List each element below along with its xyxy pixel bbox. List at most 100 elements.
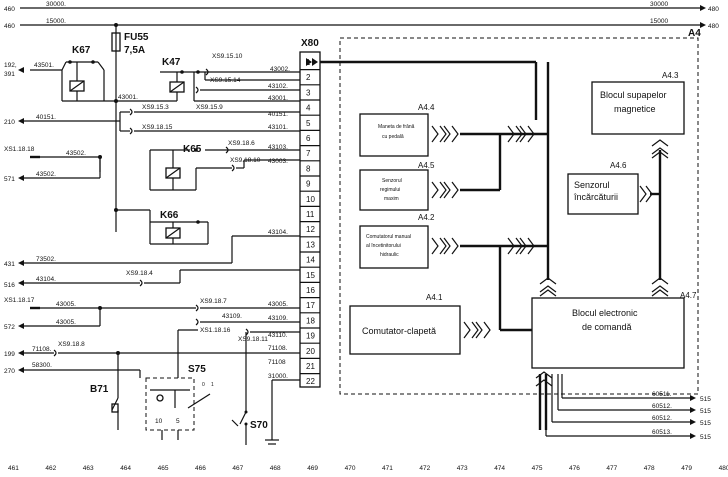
bus-15000-wire-label: 15000. [46,18,66,25]
bus-30000-left-ref: 460 [4,6,15,13]
relay-k67: K67 [30,45,116,102]
conn-xs9-15-9: XS9.15.9 [196,104,223,111]
ref-571: 571 [4,176,15,183]
switch-s70: S70 [231,410,268,445]
ref-xs1-18-17: XS1.18.17 [4,297,35,304]
x80-pin-22: 22 [306,377,315,386]
a47-id: A4.7 [680,291,697,300]
output-wire-2: 60512. [652,415,672,422]
b71-label: B71 [90,384,109,395]
grid-number-470: 470 [345,465,356,472]
fuse-name: FU55 [124,32,149,43]
output-ref-3: 515 [700,434,711,441]
a43-id: A4.3 [662,71,679,80]
wire-58300: 58300. [32,362,52,369]
wire-43001-b: 43001. [268,95,288,102]
grid-number-477: 477 [606,465,617,472]
grid-number-461: 461 [8,465,19,472]
wire-43502-b: 43502. [36,171,56,178]
ref-572: 572 [4,324,15,331]
x80-label: X80 [301,38,319,49]
s75-pin-5: 5 [176,418,180,425]
wire-43002: 43002. [270,66,290,73]
bus-15000-right-label: 15000 [650,18,668,25]
relay-k67-label: K67 [72,45,91,56]
x80-pin-16: 16 [306,286,315,295]
a45-line-3: maxim [384,196,399,202]
x80-pin-19: 19 [306,332,315,341]
grid-number-472: 472 [419,465,430,472]
wire-73502: 73502. [36,256,56,263]
relay-k66: K66 [116,209,209,245]
wire-43003: 43003. [268,158,288,165]
sensor-b71: B71 [90,351,120,430]
a43-line-2: magnetice [614,104,656,114]
wire-43101: 43101. [268,124,288,131]
a4-label: A4 [688,28,701,39]
top-bus-lines: 460 30000. 30000 480 460 15000. 15000 48… [4,1,719,30]
wire-43501: 43501. [34,62,54,69]
output-ref-2: 515 [700,420,711,427]
conn-xs9-18-8: XS9.18.8 [58,341,85,348]
grid-number-480: 480 [719,465,728,472]
grid-number-462: 462 [45,465,56,472]
x80-pin-list: 12345678910111213141516171819202122 [300,58,320,386]
wire-43502-a: 43502. [66,150,86,157]
x80-pin-11: 11 [306,210,315,219]
wire-43005-c: 43005. [268,301,288,308]
relay-k47-label: K47 [162,57,181,68]
s70-label: S70 [250,420,268,431]
s75-pin-10: 10 [155,418,163,425]
conn-xs9-18-4: XS9.18.4 [126,270,153,277]
x80-pin-8: 8 [306,164,311,173]
grid-number-476: 476 [569,465,580,472]
x80-pin-21: 21 [306,362,315,371]
a44-line-1: Maneta de frână [378,124,415,130]
wire-43109-b: 43109. [268,315,288,322]
module-a4: A4 A4.4 Maneta de frână cu pedală A4.5 S… [339,28,701,430]
a47-line-1: Blocul electronic [572,308,638,318]
relay-k47: K47 [116,57,300,102]
output-wire-3: 60513. [652,429,672,436]
s75-pos-1: 1 [211,382,214,388]
wire-43102: 43102. [268,83,288,90]
bus-30000-right-ref: 480 [708,6,719,13]
switch-s75: S75 10 5 0 1 [139,329,214,440]
grid-number-478: 478 [644,465,655,472]
wire-43110: 43110. [268,332,288,339]
x80-pin-17: 17 [306,301,315,310]
bus-15000-left-ref: 460 [4,23,15,30]
a43-line-1: Blocul supapelor [600,90,667,100]
a42-line-3: hidraulic [380,252,399,258]
a41-id: A4.1 [426,293,443,302]
grid-number-474: 474 [494,465,505,472]
a46-line-2: încărcăturii [573,192,618,202]
s75-label: S75 [188,364,206,375]
s75-pos-0: 0 [202,382,205,388]
grid-number-464: 464 [120,465,131,472]
wire-43104-b: 43104. [268,229,288,236]
a46-id: A4.6 [610,161,627,170]
relay-k65-label: K65 [183,144,202,155]
conn-xs9-18-11: XS9.18.11 [238,336,268,343]
wire-43104-a: 43104. [36,276,56,283]
x80-pin-7: 7 [306,149,311,158]
conn-xs9-18-6: XS9.18.6 [228,140,255,147]
conn-xs9-15-14: XS9.15.14 [210,77,241,84]
output-ref-0: 515 [700,396,711,403]
ref-270: 270 [4,368,15,375]
wire-43103: 43103. [268,144,288,151]
grid-number-463: 463 [83,465,94,472]
fuse-rating: 7,5A [124,45,145,56]
relay-k65: K65 XS9.18.6 XS9.18.10 [149,140,300,191]
connector-wire-labels: 43002. 43102. 43001. 40151. 43101. 43103… [195,53,300,380]
a45-line-2: regimului [380,187,400,193]
wire-31000: 31000. [268,373,288,380]
relay-k66-label: K66 [160,210,179,221]
conn-xs9-15-10: XS9.15.10 [212,53,243,60]
grid-number-465: 465 [158,465,169,472]
conn-xs9-18-7: XS9.18.7 [200,298,227,305]
grid-number-475: 475 [532,465,543,472]
grid-number-469: 469 [307,465,318,472]
